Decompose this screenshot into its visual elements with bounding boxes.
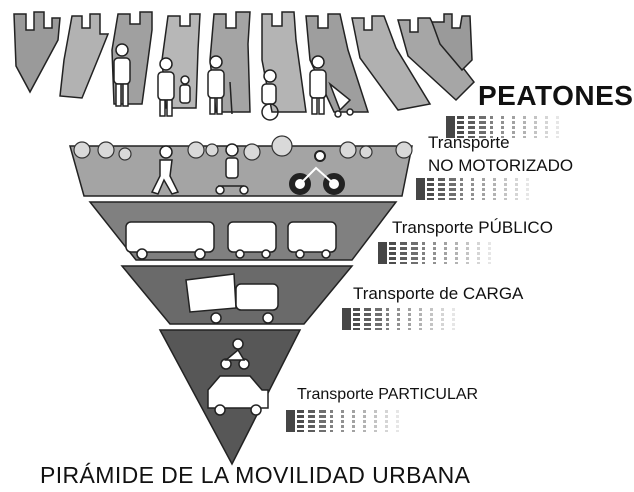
priority-bar	[449, 178, 456, 200]
bus-icon	[125, 221, 215, 260]
skyline-strip-10	[430, 13, 473, 72]
priority-bar	[330, 410, 333, 432]
priority-bar	[297, 410, 304, 432]
priority-bar	[501, 116, 504, 138]
public-transport-label: Transporte PÚBLICO	[392, 218, 553, 237]
priority-bar	[468, 116, 475, 138]
priority-bar	[466, 242, 469, 264]
cargo-transport-label: Transporte de CARGA	[353, 284, 524, 303]
priority-bar	[378, 242, 387, 264]
cargo-transport-level	[120, 265, 354, 325]
runner-icon	[150, 145, 180, 195]
walking-person-icon	[113, 43, 131, 107]
priority-bar	[363, 410, 366, 432]
priority-bar	[286, 410, 295, 432]
priority-bar	[479, 116, 486, 138]
tree-icon	[73, 135, 413, 161]
priority-bar	[441, 308, 444, 330]
pedestrians-label: PEATONES	[478, 80, 634, 111]
priority-bar	[400, 242, 407, 264]
cargo-truck-icon	[185, 273, 279, 324]
priority-bar	[444, 242, 447, 264]
priority-bar	[493, 178, 496, 200]
elderly-person-with-cane-icon	[207, 55, 233, 115]
priority-bar	[545, 116, 548, 138]
priority-bar	[416, 178, 425, 200]
priority-bar	[374, 410, 377, 432]
priority-bar	[457, 116, 464, 138]
priority-bar	[460, 178, 463, 200]
priority-bar	[422, 242, 425, 264]
wheelchair-user-icon	[261, 69, 279, 121]
tram-icon	[227, 221, 277, 259]
skyline-strip-8	[351, 15, 432, 111]
person-with-stroller-icon	[309, 55, 354, 118]
priority-bar	[523, 116, 526, 138]
priority-bar	[308, 410, 315, 432]
cyclist-icon	[289, 150, 345, 195]
priority-bar	[446, 116, 455, 138]
priority-bar	[385, 410, 388, 432]
priority-bar	[455, 242, 458, 264]
non-motorized-label-line2: NO MOTORIZADO	[428, 156, 574, 175]
priority-bar	[490, 116, 493, 138]
priority-bar	[556, 116, 559, 138]
car-icon	[207, 375, 269, 416]
priority-bar	[534, 116, 537, 138]
priority-bar	[504, 178, 507, 200]
priority-bar	[319, 410, 326, 432]
priority-bar	[342, 308, 351, 330]
motorcycle-icon	[220, 338, 250, 370]
priority-bar	[438, 178, 445, 200]
public-transport-level	[88, 201, 398, 261]
priority-bar	[433, 242, 436, 264]
priority-bar	[477, 242, 480, 264]
priority-bar	[389, 242, 396, 264]
priority-bar	[408, 308, 411, 330]
priority-bar	[353, 308, 360, 330]
priority-bar	[482, 178, 485, 200]
priority-bar	[427, 178, 434, 200]
priority-bar	[352, 410, 355, 432]
priority-bar	[488, 242, 491, 264]
parent-with-child-icon	[157, 57, 191, 117]
scooter-rider-icon	[215, 143, 249, 195]
priority-bar	[396, 410, 399, 432]
priority-bar	[341, 410, 344, 432]
skyline-strip-2	[59, 13, 110, 99]
non-motorized-label-line1: Transporte	[428, 133, 510, 152]
pedestrian-level	[13, 11, 475, 121]
skyline-strip-9	[397, 17, 475, 102]
private-transport-label: Transporte PARTICULAR	[297, 386, 479, 403]
priority-bar	[471, 178, 474, 200]
private-transport-level	[158, 329, 302, 466]
priority-bar	[515, 178, 518, 200]
priority-bar	[364, 308, 371, 330]
diagram-title: PIRÁMIDE DE LA MOVILIDAD URBANA	[40, 462, 471, 488]
non-motorized-level	[69, 135, 413, 197]
priority-bar	[452, 308, 455, 330]
priority-bar	[430, 308, 433, 330]
priority-bar	[411, 242, 418, 264]
skyline-strip-1	[13, 11, 61, 94]
priority-bar	[526, 178, 529, 200]
priority-bar	[375, 308, 382, 330]
priority-bar	[512, 116, 515, 138]
priority-bar	[386, 308, 389, 330]
priority-bar	[419, 308, 422, 330]
train-icon	[287, 221, 337, 259]
priority-bar	[397, 308, 400, 330]
